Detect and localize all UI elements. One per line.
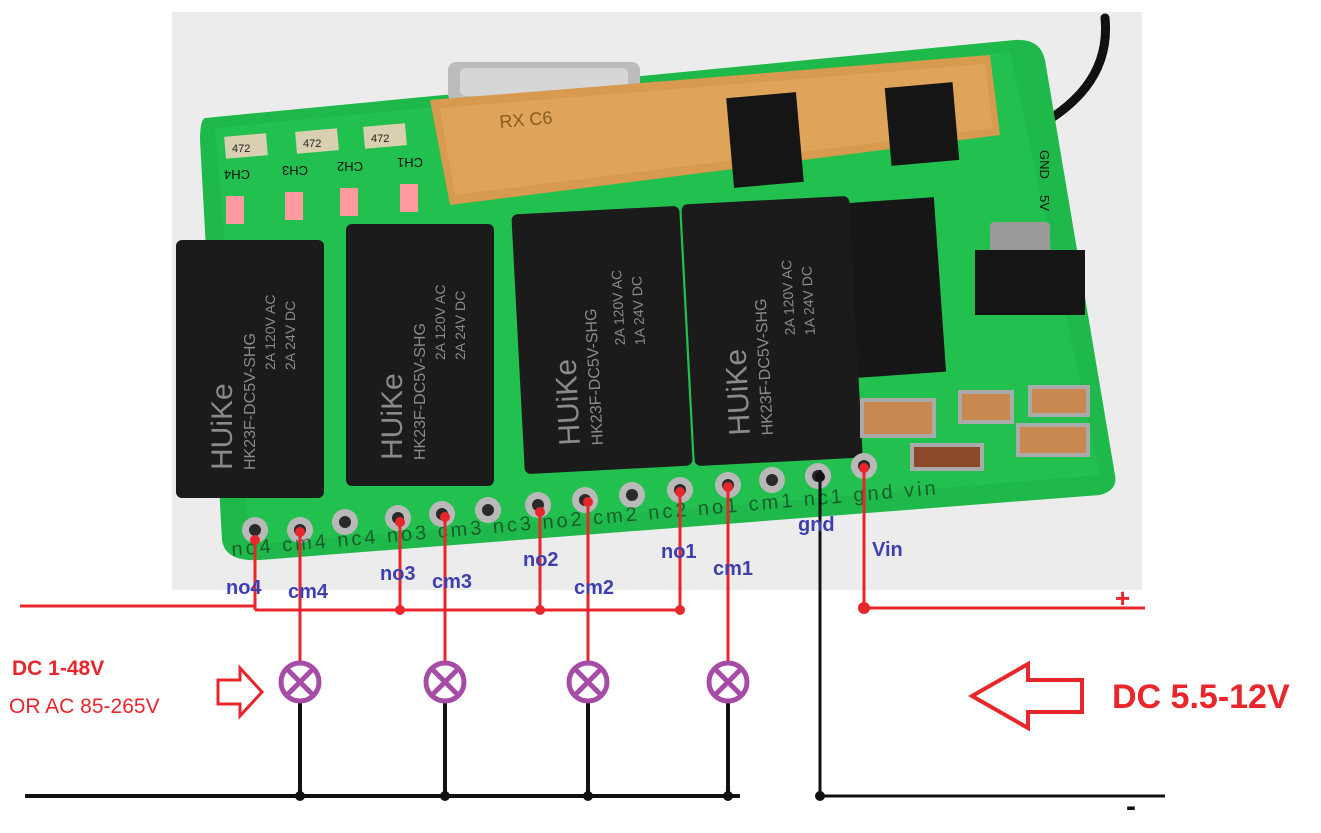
relay-3-rating-2: 2A 24V DC <box>452 291 468 360</box>
channel-label-1: CH1 <box>397 155 423 170</box>
terminal-pad-hole <box>339 516 351 528</box>
relay-2-rating-3: 1A 24V DC <box>628 276 648 346</box>
lamp-icon <box>706 660 750 704</box>
smd-components <box>860 385 1090 471</box>
resistor-label-1: 472 <box>232 143 250 155</box>
terminal-label-vin: Vin <box>872 539 903 561</box>
terminal-label-cm3: cm3 <box>432 571 472 593</box>
power-label-5v: 5V <box>1037 195 1052 211</box>
rf-receiver-module: RX C6 <box>430 55 1000 205</box>
relay-2-brand: HUiKe <box>549 358 586 446</box>
relay-3-model: HK23F-DC5V-SHG <box>412 323 429 460</box>
lamps <box>278 660 750 704</box>
relay-4-rating-2: 2A 24V DC <box>282 301 298 370</box>
relay-1-rating-3: 1A 24V DC <box>798 266 818 336</box>
relay-4-brand: HUiKe <box>206 383 239 470</box>
terminal-label-cm4: cm4 <box>288 581 329 603</box>
relay-2-rating-1: 2A 120V AC <box>608 269 628 345</box>
terminal-label-no1: no1 <box>661 541 697 563</box>
relay-4: HUiKe HK23F-DC5V-SHG 2A 120V AC 2A 24V D… <box>176 240 324 498</box>
terminal-label-cm1: cm1 <box>713 558 753 580</box>
channel-label-3: CH3 <box>282 163 308 178</box>
relay-1-brand: HUiKe <box>719 348 756 436</box>
lamp-icon <box>423 660 467 704</box>
minus-sign: - <box>1126 790 1136 823</box>
terminal-pad-hole <box>626 489 638 501</box>
module-label: RX C6 <box>499 107 554 132</box>
resistor-label-2: 472 <box>303 138 321 150</box>
terminal-pad-hole <box>482 504 494 516</box>
voltage-regulator <box>975 250 1085 315</box>
relay-3: HUiKe HK23F-DC5V-SHG 2A 120V AC 2A 24V D… <box>346 224 494 486</box>
relay-2: HUiKe HK23F-DC5V-SHG 2A 120V AC 1A 24V D… <box>511 206 693 474</box>
terminal-label-no3: no3 <box>380 563 416 585</box>
relay-4-model: HK23F-DC5V-SHG <box>242 333 259 470</box>
channel-label-4: CH4 <box>224 167 250 182</box>
indicator-leds: 472 472 472 CH4 CH3 CH2 CH1 5V GND <box>224 123 1052 224</box>
module-supply-arrow-icon <box>967 660 1084 732</box>
relay-3-rating-1: 2A 120V AC <box>432 284 448 360</box>
terminal-pad-hole <box>766 474 778 486</box>
terminal-label-no2: no2 <box>523 549 559 571</box>
wiring <box>20 463 1165 801</box>
lamp-icon <box>278 660 322 704</box>
terminal-label-gnd: gnd <box>798 514 835 536</box>
terminal-pad-hole <box>249 524 261 536</box>
channel-label-2: CH2 <box>337 159 363 174</box>
load-supply-arrow-icon <box>216 664 265 720</box>
power-label-gnd: GND <box>1037 150 1052 179</box>
relay-1-rating-1: 2A 120V AC <box>778 259 798 335</box>
resistor-label-3: 472 <box>371 133 389 145</box>
terminal-label-no4: no4 <box>226 577 262 599</box>
voltage-regulator-tab <box>990 222 1050 254</box>
relay-4-rating-1: 2A 120V AC <box>262 294 278 370</box>
terminal-label-cm2: cm2 <box>574 577 614 599</box>
relay-1: HUiKe HK23F-DC5V-SHG 2A 120V AC 1A 24V D… <box>681 196 863 466</box>
relay-3-brand: HUiKe <box>376 373 409 460</box>
load-supply-alt: OR AC 85-265V <box>9 695 160 718</box>
terminal-labels: no4 cm4 no3 cm3 no2 cm2 no1 cm1 gnd Vin <box>226 514 903 603</box>
load-supply-voltage: DC 1-48V <box>12 657 104 680</box>
plus-sign: + <box>1115 583 1130 613</box>
lamp-icon <box>566 660 610 704</box>
module-supply-voltage: DC 5.5-12V <box>1112 678 1290 716</box>
ic-chip <box>844 197 947 378</box>
